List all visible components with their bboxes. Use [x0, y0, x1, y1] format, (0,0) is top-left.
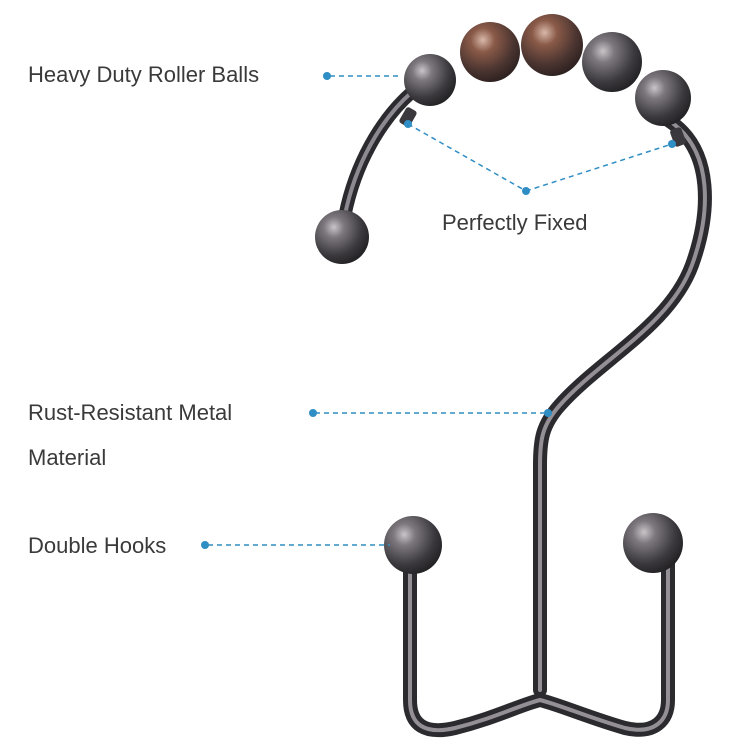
label-double-hooks: Double Hooks [28, 533, 167, 558]
label-perfectly-fixed: Perfectly Fixed [442, 210, 588, 235]
callout-dots [201, 72, 676, 549]
callout-lines [208, 75, 673, 546]
label-rust-resistant-line2: Material [28, 445, 107, 470]
left-hook-ball [384, 516, 442, 574]
roller-balls [404, 14, 691, 126]
label-roller-balls: Heavy Duty Roller Balls [28, 62, 260, 87]
right-hook-ball [623, 513, 683, 573]
label-rust-resistant-line1: Rust-Resistant Metal [28, 400, 233, 425]
arc-end-ball [315, 210, 369, 264]
hook-wire [338, 85, 712, 738]
